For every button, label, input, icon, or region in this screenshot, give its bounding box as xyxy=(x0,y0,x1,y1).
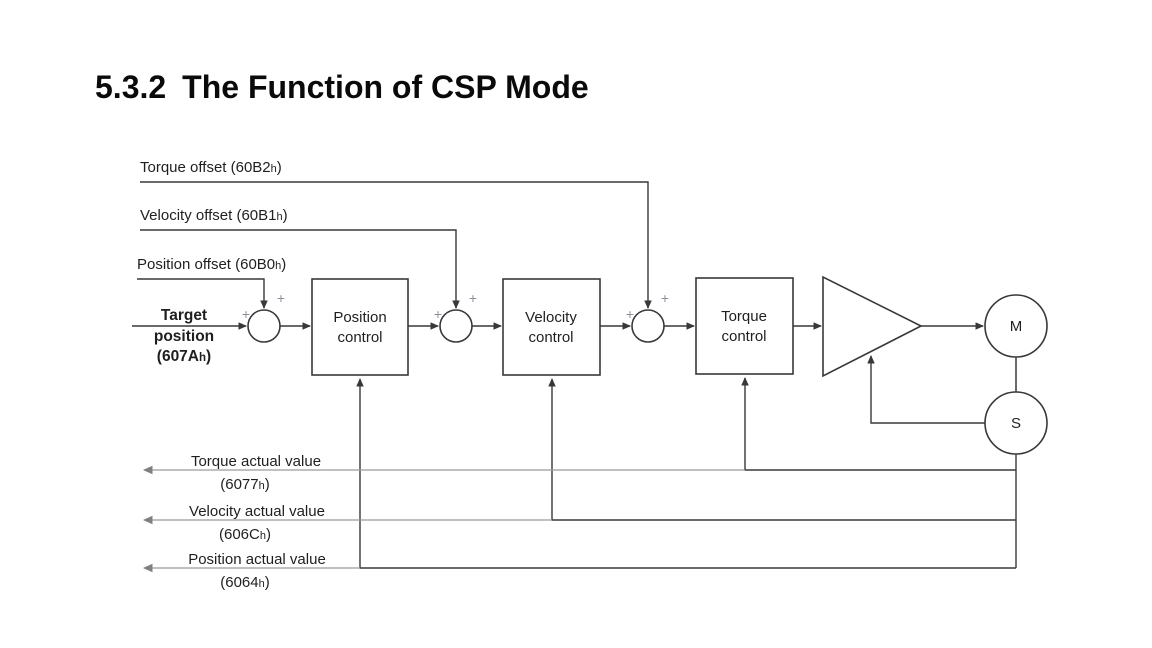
position-control-block xyxy=(311,278,409,376)
velocity-offset-line xyxy=(140,229,460,309)
position-offset-line xyxy=(137,278,268,309)
position-actual-label: Position actual value (6064h) xyxy=(188,551,326,591)
svg-text:Velocity actual value: Velocity actual value xyxy=(189,503,325,520)
svg-text:control: control xyxy=(721,328,766,345)
velocity-control-label: Velocity control xyxy=(525,309,577,346)
torque-control-block xyxy=(695,277,794,375)
svg-text:Position actual value: Position actual value xyxy=(188,551,326,568)
velocity-actual-label: Velocity actual value (606Ch) xyxy=(189,503,325,543)
torque-offset-label: Torque offset (60B2h) xyxy=(140,159,282,176)
motor-label: M xyxy=(1010,318,1023,335)
svg-text:Torque actual value: Torque actual value xyxy=(191,453,321,470)
target-position-line1: Target xyxy=(161,307,207,324)
svg-text:control: control xyxy=(337,329,382,346)
plus-sign: + xyxy=(661,290,669,306)
target-position-code: (607Ah) xyxy=(157,348,211,365)
sensor-to-amplifier-line xyxy=(867,355,985,424)
svg-text:Torque: Torque xyxy=(721,308,767,325)
sum-junction-torque xyxy=(631,309,665,343)
sum-junction-position xyxy=(247,309,281,343)
target-position-line2: position xyxy=(154,328,214,345)
plus-sign: + xyxy=(469,290,477,306)
plus-sign: + xyxy=(277,290,285,306)
torque-control-label: Torque control xyxy=(721,308,767,345)
velocity-offset-label: Velocity offset (60B1h) xyxy=(140,207,288,224)
torque-actual-code: (6077h) xyxy=(220,476,270,493)
svg-text:control: control xyxy=(528,329,573,346)
torque-offset-line xyxy=(140,181,652,309)
sensor-label: S xyxy=(1011,415,1021,432)
plus-sign: + xyxy=(626,306,634,322)
position-actual-code: (6064h) xyxy=(220,574,270,591)
target-position-label: Target position (607Ah) xyxy=(154,307,214,365)
velocity-control-block xyxy=(502,278,601,376)
sensor-circle xyxy=(984,391,1048,455)
torque-feedback-line xyxy=(741,377,1016,471)
position-control-label: Position control xyxy=(333,309,386,346)
section-title: 5.3.2 The Function of CSP Mode xyxy=(95,69,589,105)
velocity-actual-code: (606Ch) xyxy=(219,526,271,543)
torque-actual-label: Torque actual value (6077h) xyxy=(191,453,321,493)
section-title-text: The Function of CSP Mode xyxy=(182,69,589,105)
section-number: 5.3.2 xyxy=(95,69,167,105)
velocity-feedback-line xyxy=(548,378,1016,521)
position-feedback-line xyxy=(356,378,1016,569)
amplifier-triangle xyxy=(822,275,923,378)
position-offset-label: Position offset (60B0h) xyxy=(137,256,286,273)
svg-text:Velocity: Velocity xyxy=(525,309,577,326)
motor-circle xyxy=(984,294,1048,358)
sum-junction-velocity xyxy=(439,309,473,343)
svg-text:Position: Position xyxy=(333,309,386,326)
plus-sign: + xyxy=(434,306,442,322)
plus-sign: + xyxy=(242,306,250,322)
